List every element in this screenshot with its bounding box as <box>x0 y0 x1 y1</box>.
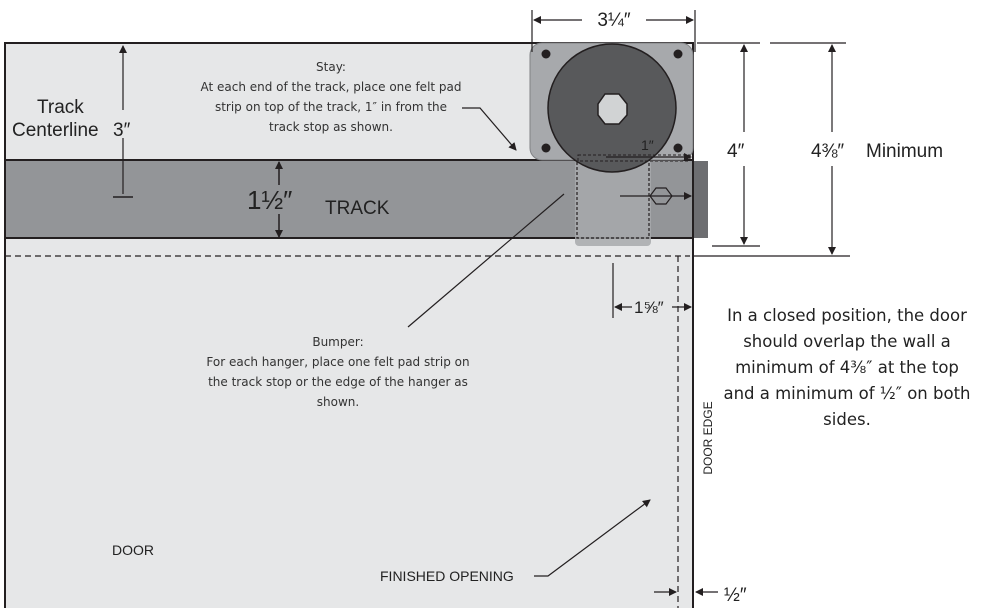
door-edge-label: DOOR EDGE <box>701 401 715 474</box>
stay-line-2: strip on top of the track, 1″ in from th… <box>215 100 447 114</box>
dim-4-label: 4″ <box>727 141 745 162</box>
hanger-bolt-tr <box>673 49 683 59</box>
dim-3-25-label: 3¼″ <box>597 10 630 31</box>
dim-1-5-label: 1½″ <box>247 185 292 215</box>
wheel-hub <box>597 93 628 125</box>
hanger-bolt-bl <box>541 143 551 153</box>
bumper-title: Bumper: <box>312 335 363 349</box>
hanger-strap <box>575 160 651 246</box>
dim-4-375-label: 4⅜″ <box>811 141 844 162</box>
dim-0-5-label: ½″ <box>724 585 747 606</box>
hanger-bolt-tl <box>541 49 551 59</box>
track-stop <box>694 161 708 238</box>
bumper-line-2: the track stop or the edge of the hanger… <box>208 375 468 389</box>
minimum-label: Minimum <box>866 141 943 162</box>
dim-1-625-label: 1⅝″ <box>634 298 664 317</box>
stay-title: Stay: <box>316 60 346 74</box>
stay-leader <box>462 107 517 151</box>
dim-3-label: 3″ <box>113 120 131 141</box>
overlap-instruction: In a closed position, the door should ov… <box>723 306 971 429</box>
door-label: DOOR <box>112 542 154 558</box>
stay-line-1: At each end of the track, place one felt… <box>200 80 461 94</box>
bumper-line-3: shown. <box>317 395 359 409</box>
dim-1-label: 1″ <box>641 137 654 153</box>
finished-opening-leader <box>534 499 651 577</box>
bumper-leader <box>407 193 565 328</box>
track-centerline-label-1: Track <box>37 97 84 118</box>
hanger-bolt-br <box>673 143 683 153</box>
stay-line-3: track stop as shown. <box>269 120 393 134</box>
finished-opening-label: FINISHED OPENING <box>380 568 514 584</box>
track-label: TRACK <box>325 198 390 219</box>
bumper-line-1: For each hanger, place one felt pad stri… <box>206 355 469 369</box>
track-centerline-label-2: Centerline <box>12 120 99 141</box>
